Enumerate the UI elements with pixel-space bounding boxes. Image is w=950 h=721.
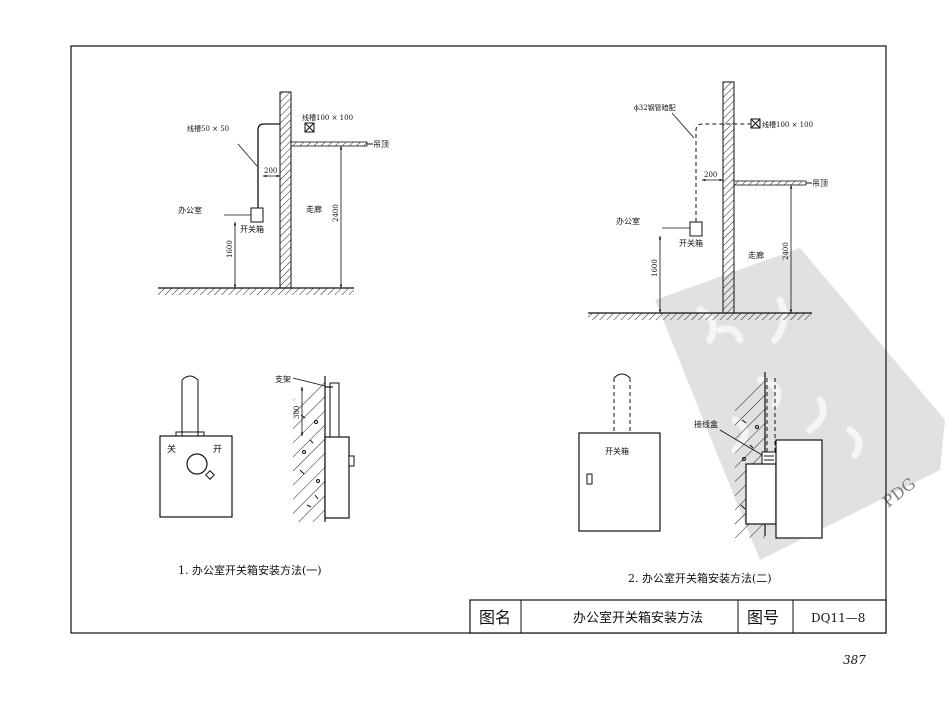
label-trough-50: 线槽50 × 50	[187, 124, 229, 133]
side-section-1: 支架 300	[275, 374, 355, 522]
title-block-number-value: DQ11—8	[811, 611, 865, 625]
label-junction-box: 接线盒	[694, 419, 718, 429]
label-guan: 关	[167, 443, 176, 455]
dim-300: 300	[293, 406, 301, 419]
side-section-2: 接线盒	[694, 372, 823, 539]
label-office-right: 办公室	[616, 216, 640, 226]
label-kai: 开	[213, 444, 222, 455]
label-bracket: 支架	[275, 374, 291, 384]
dim-2400-right: 2400	[782, 242, 790, 260]
title-block-name-label: 图名	[479, 608, 511, 627]
dim-2400-left: 2400	[332, 204, 340, 222]
dim-200-right: 200	[704, 171, 717, 179]
label-switchbox-left: 开关箱	[240, 224, 264, 234]
label-ceiling-right: 吊顶	[812, 179, 828, 188]
title-block-number-label: 图号	[747, 608, 779, 627]
front-elevation-1: 关 开	[159, 375, 233, 518]
label-switchbox-right: 开关箱	[679, 238, 703, 248]
caption-method-2: 2. 办公室开关箱安装方法(二)	[628, 571, 772, 585]
title-block: 图名 办公室开关箱安装方法 图号 DQ11—8	[469, 599, 887, 634]
section-view-1: 吊顶 线槽100 × 100 线槽50 × 50 办公室 开关箱 走廊 200 …	[158, 91, 389, 295]
label-ceiling-left: 吊顶	[373, 140, 389, 149]
label-office-left: 办公室	[178, 205, 202, 215]
dim-200-left: 200	[264, 167, 277, 175]
label-corridor-left: 走廊	[306, 204, 322, 214]
label-switchbox-front: 开关箱	[605, 446, 629, 456]
label-trough-100-right: 线槽100 × 100	[762, 120, 813, 129]
section-view-2: 吊顶 线槽100 × 100 ϕ32钢管暗配 办公室 开关箱 走廊 200 16…	[588, 81, 828, 320]
caption-method-1: 1. 办公室开关箱安装方法(一)	[178, 563, 322, 577]
page-number: 387	[843, 653, 866, 667]
label-steel-pipe: ϕ32钢管暗配	[634, 103, 676, 112]
label-corridor-right: 走廊	[748, 250, 764, 260]
front-elevation-2: 开关箱	[578, 373, 661, 532]
dim-1600-left: 1600	[226, 240, 234, 258]
label-trough-100-left: 线槽100 × 100	[302, 113, 353, 122]
dim-1600-right: 1600	[651, 259, 659, 277]
title-block-name-value: 办公室开关箱安装方法	[573, 610, 703, 626]
